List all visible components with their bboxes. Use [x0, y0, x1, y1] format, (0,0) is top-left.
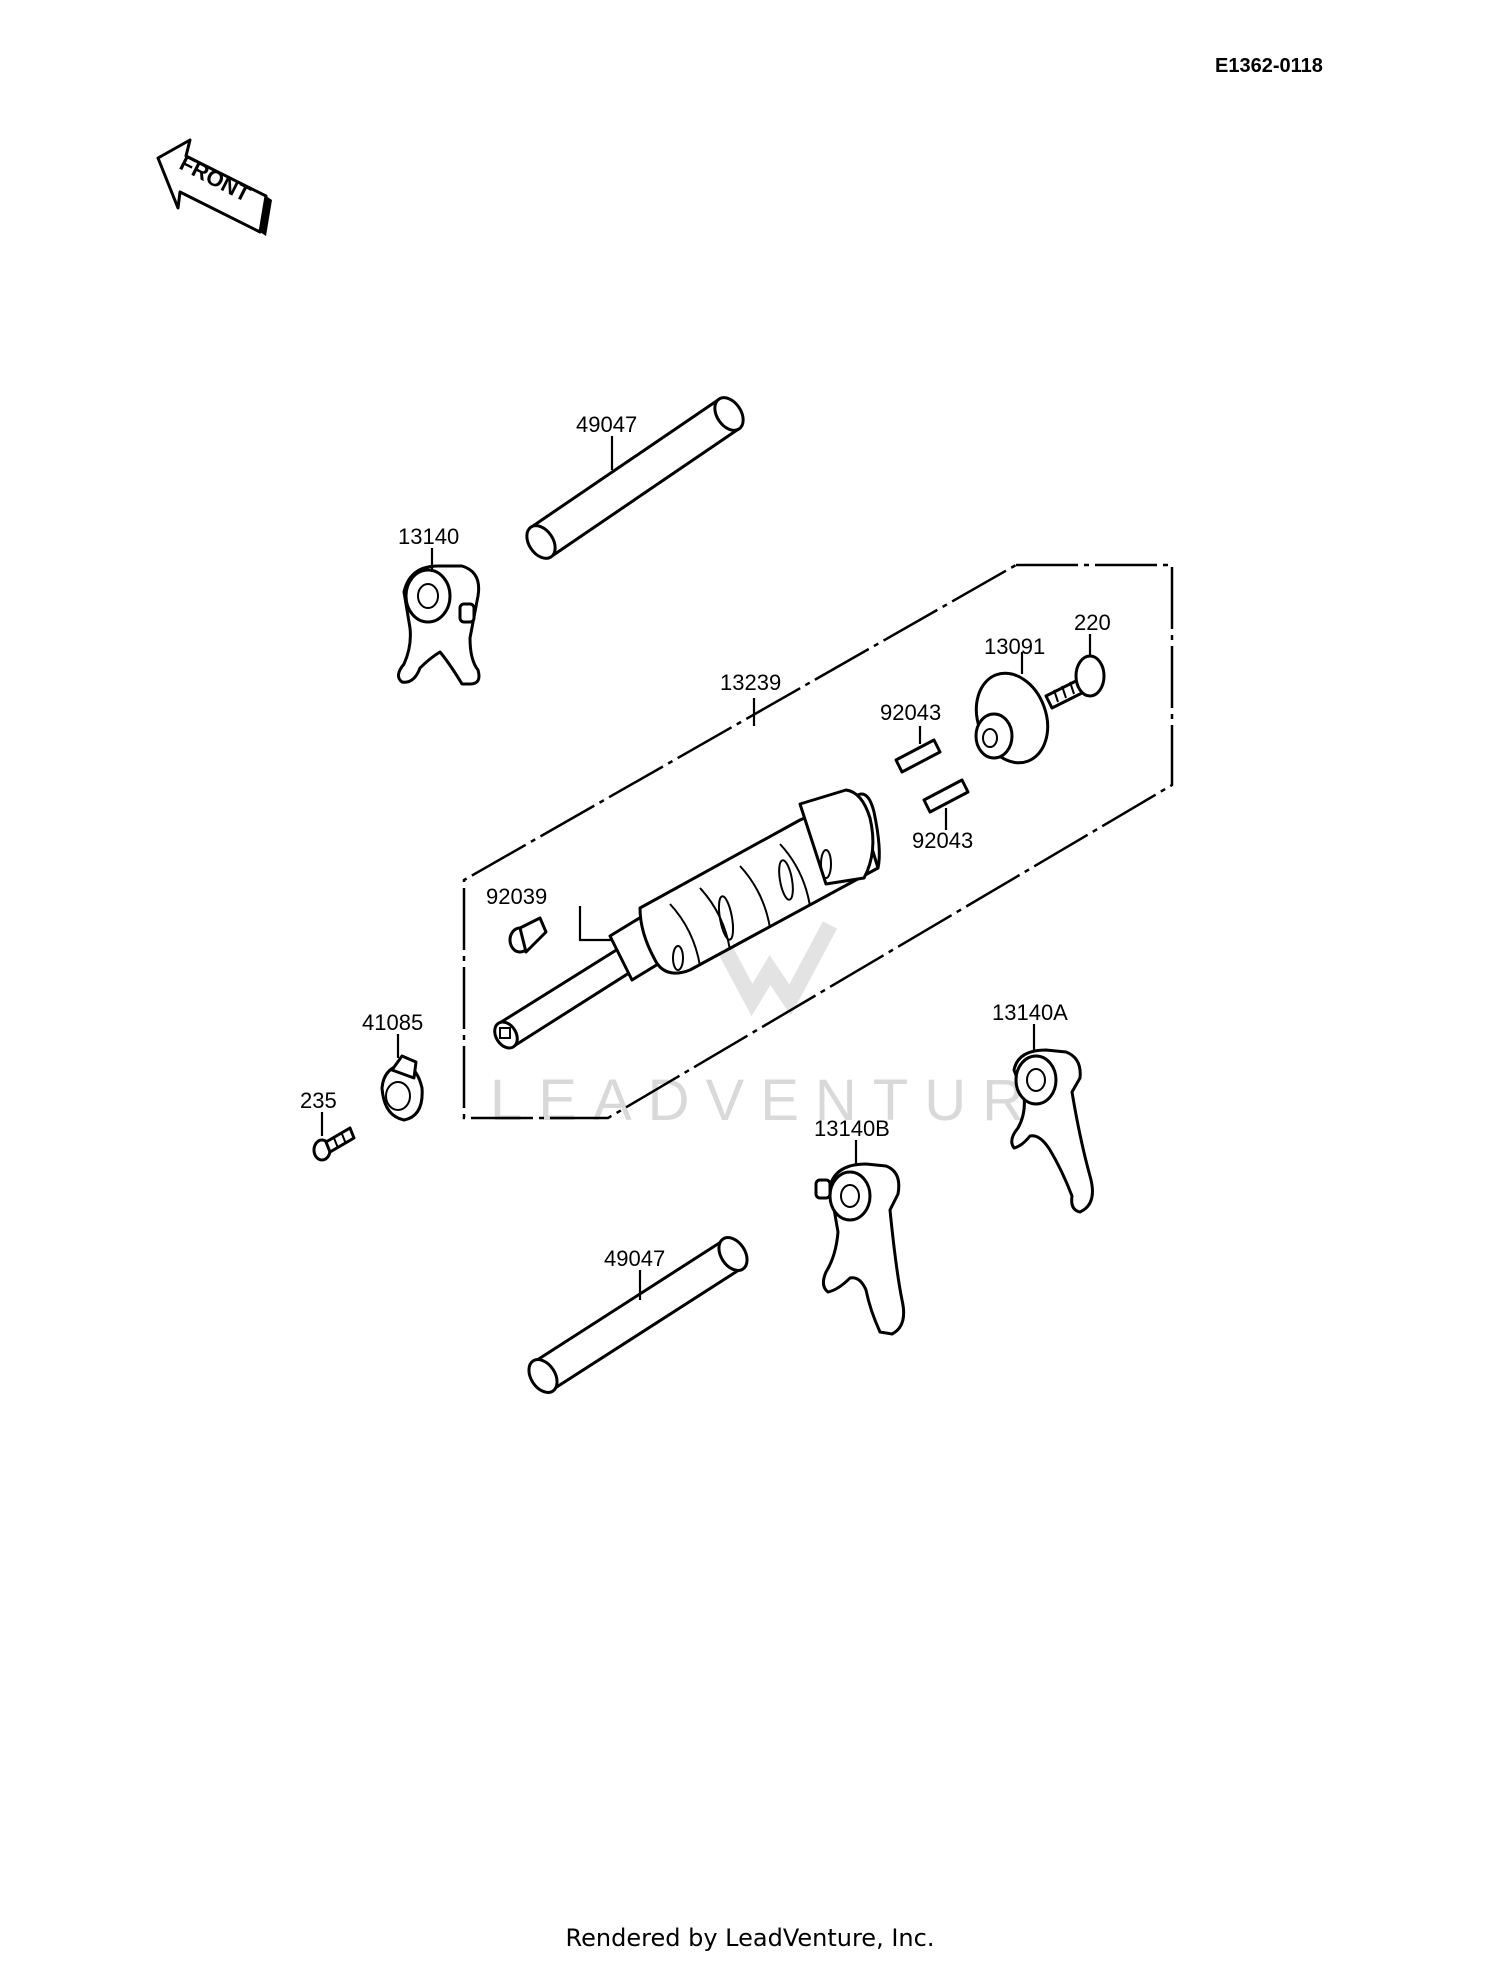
leader-pin-92039: [578, 906, 612, 942]
label-fork-a[interactable]: 13140A: [992, 1000, 1068, 1025]
shift-cam-41085[interactable]: [380, 1054, 424, 1122]
shift-fork-a[interactable]: [1010, 1048, 1094, 1214]
pin-lower[interactable]: [922, 778, 970, 814]
label-holder[interactable]: 13091: [984, 634, 1045, 659]
label-pin-lower[interactable]: 92043: [912, 828, 973, 853]
footer-credit: Rendered by LeadVenture, Inc.: [565, 1924, 935, 1952]
label-pin-upper[interactable]: 92043: [880, 700, 941, 725]
pin-upper[interactable]: [894, 738, 942, 774]
label-pin-92039[interactable]: 92039: [486, 884, 547, 909]
label-shaft-top[interactable]: 49047: [576, 412, 637, 437]
label-fork-top[interactable]: 13140: [398, 524, 459, 549]
screw-235[interactable]: [312, 1126, 356, 1162]
pin-92039[interactable]: [508, 916, 548, 954]
shift-rod-top[interactable]: [521, 392, 749, 563]
label-fork-b[interactable]: 13140B: [814, 1116, 890, 1141]
shift-drum[interactable]: [490, 788, 881, 1052]
shift-fork-b[interactable]: [814, 1162, 906, 1336]
shift-rod-bottom[interactable]: [523, 1232, 753, 1397]
shift-fork-top[interactable]: [397, 564, 481, 686]
label-shaft-bottom[interactable]: 49047: [604, 1246, 665, 1271]
drum-assembly-outline: [462, 563, 1174, 1120]
watermark-text: LEADVENTURE: [490, 1068, 1095, 1133]
diagram-code: E1362-0118: [1215, 55, 1323, 77]
drum-holder[interactable]: [964, 663, 1059, 773]
front-arrow-icon: FRONT: [156, 138, 272, 236]
label-cam[interactable]: 41085: [362, 1010, 423, 1035]
label-drum[interactable]: 13239: [720, 670, 781, 695]
label-bolt-220[interactable]: 220: [1074, 610, 1111, 635]
watermark: LEADVENTURE: [490, 921, 1095, 1133]
bolt-220[interactable]: [1044, 654, 1106, 710]
label-screw[interactable]: 235: [300, 1088, 337, 1113]
